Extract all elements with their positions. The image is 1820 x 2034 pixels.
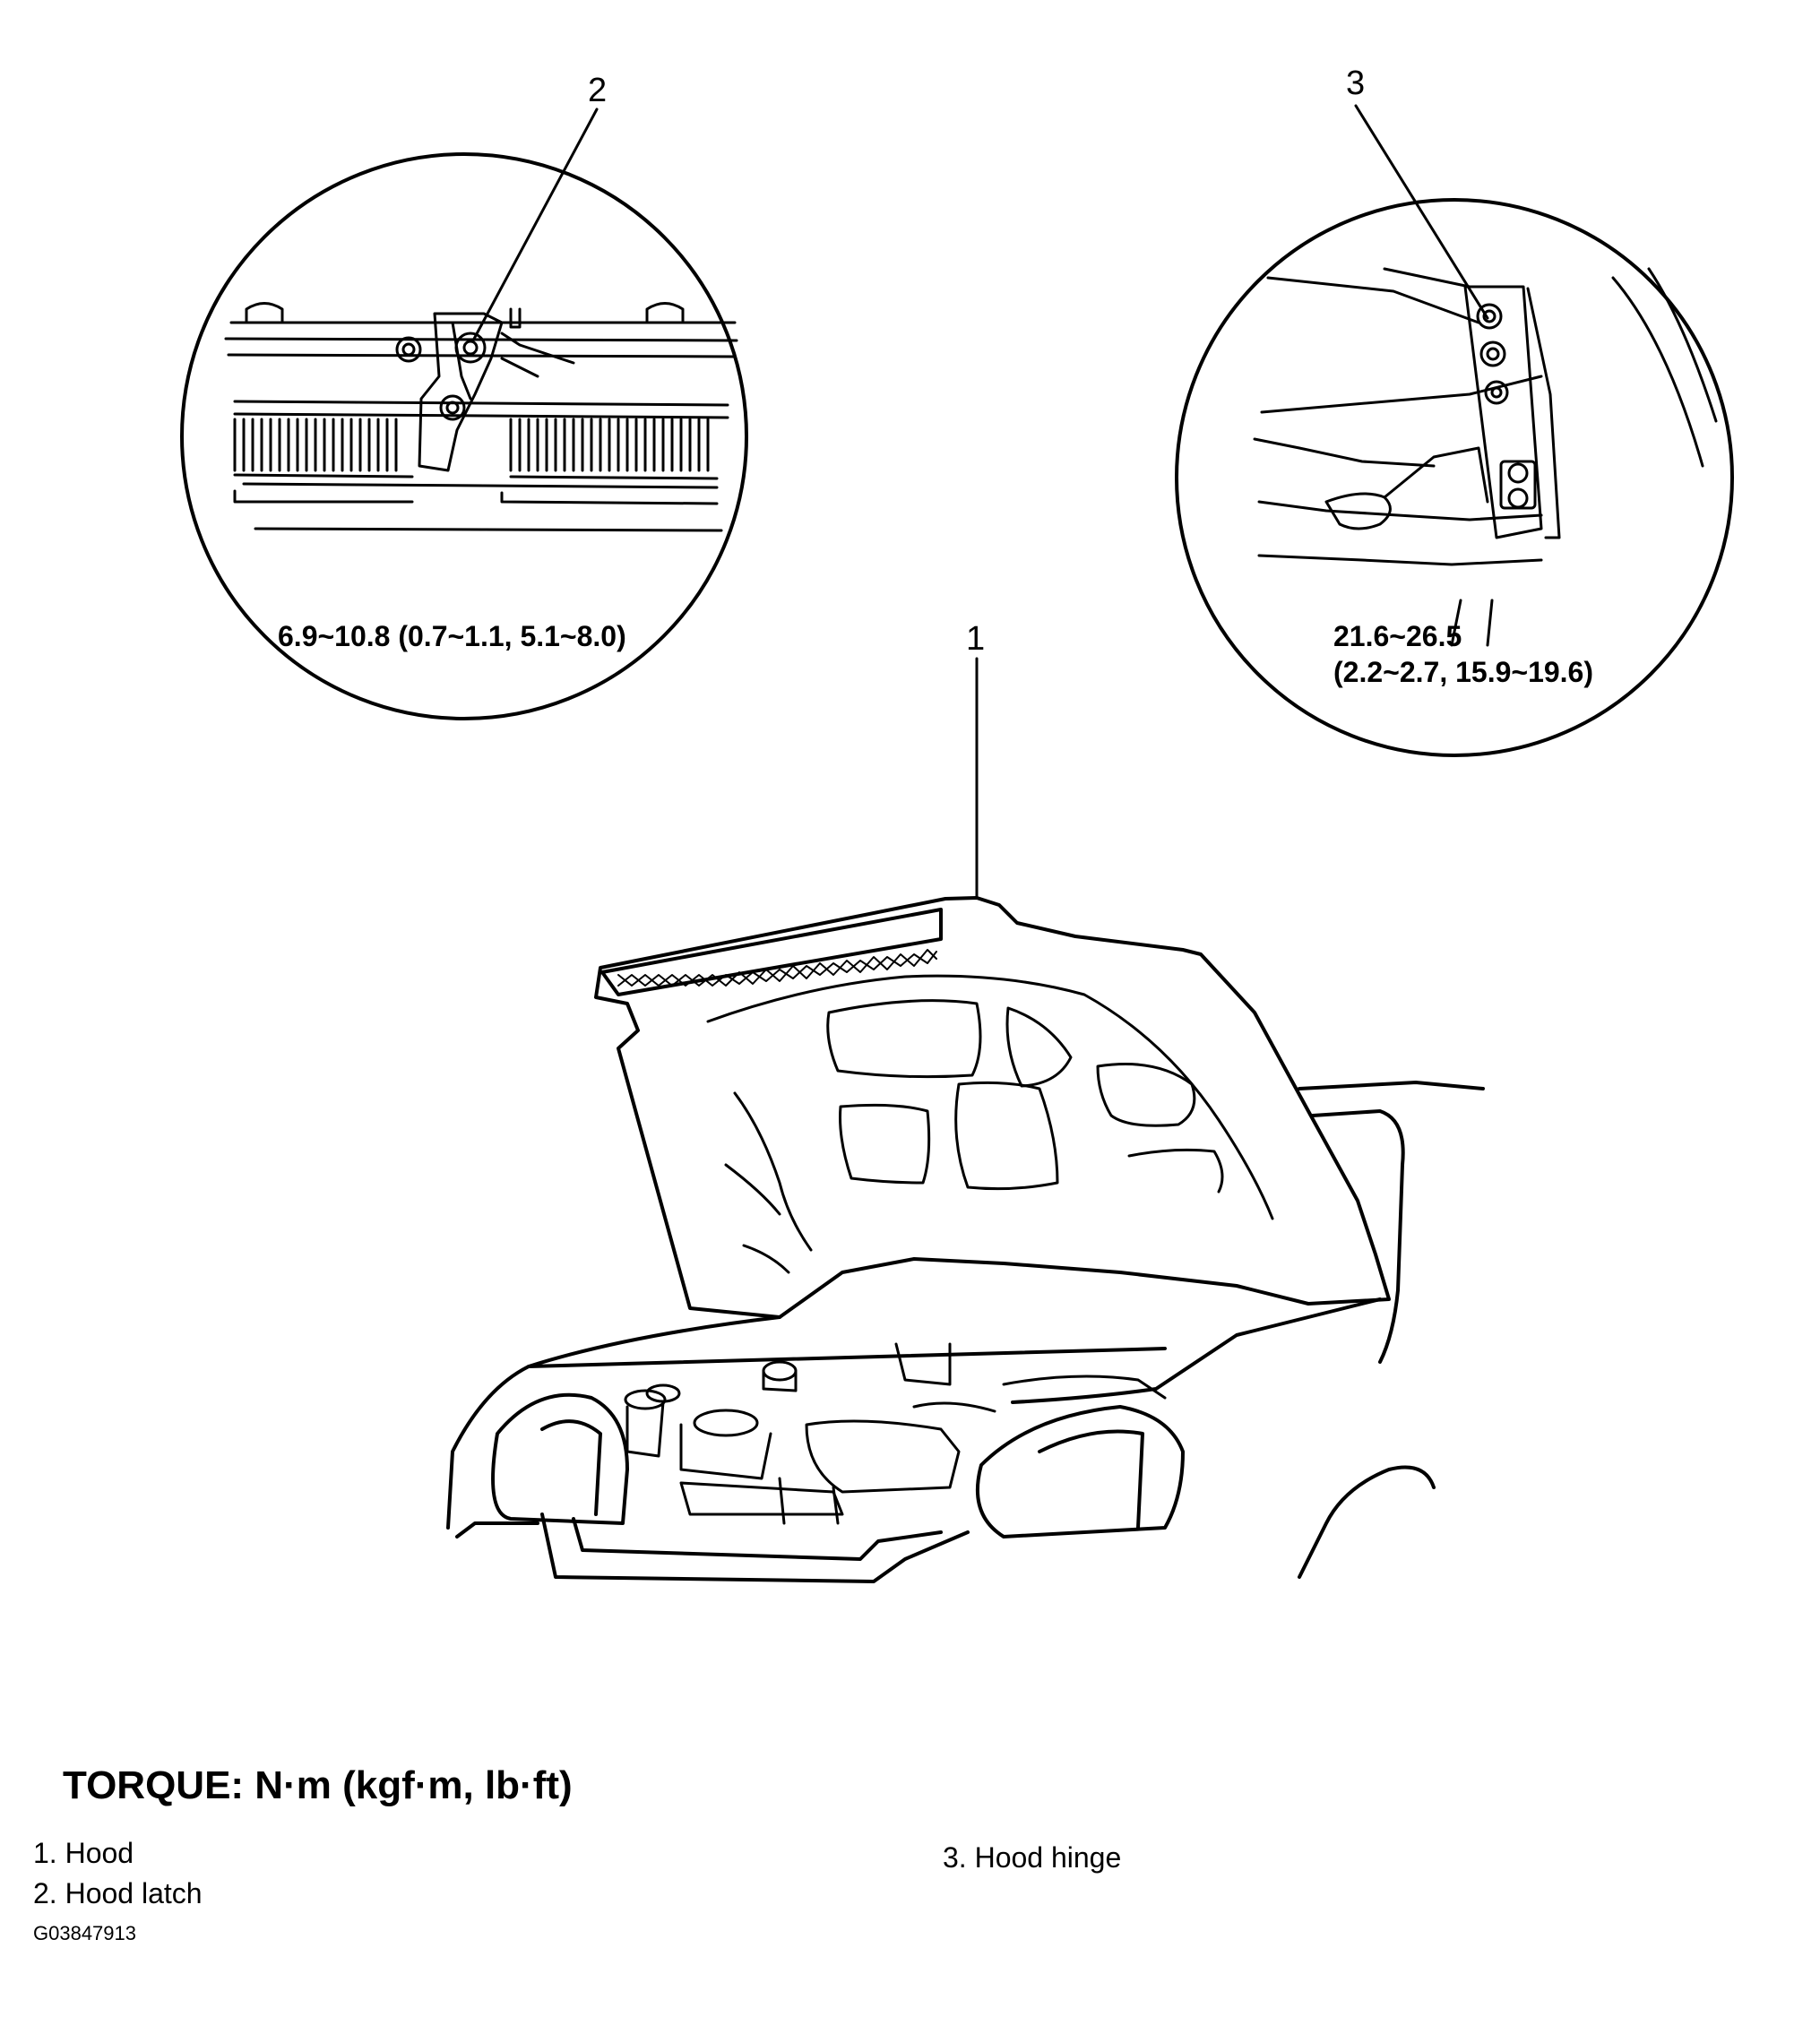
car-front-with-open-hood (446, 896, 1485, 1583)
leader-lines (471, 104, 1489, 900)
hinge-detail-view (1175, 198, 1734, 757)
leader-line-hinge (1354, 104, 1489, 320)
callout-latch-number: 2 (588, 72, 608, 109)
legend-item-hood-hinge: 3. Hood hinge (943, 1841, 1122, 1874)
hood-outline (594, 896, 1391, 1319)
torque-units-heading: TORQUE: N·m (kgf·m, lb·ft) (63, 1763, 573, 1807)
hinge-detail-circle (1175, 198, 1734, 757)
latch-torque-value: 6.9~10.8 (0.7~1.1, 5.1~8.0) (278, 620, 626, 652)
hinge-torque-value-line2: (2.2~2.7, 15.9~19.6) (1333, 656, 1593, 688)
legend-item-hood: 1. Hood (33, 1837, 134, 1869)
leader-line-latch (471, 108, 599, 342)
latch-detail-circle (180, 152, 748, 720)
latch-detail-view (180, 152, 748, 720)
legend-item-hood-latch: 2. Hood latch (33, 1877, 203, 1909)
callout-hood-number: 1 (966, 620, 986, 658)
figure-id: G03847913 (33, 1922, 136, 1944)
callout-hinge-number: 3 (1346, 65, 1366, 102)
hinge-torque-value-line1: 21.6~26.5 (1333, 620, 1462, 652)
